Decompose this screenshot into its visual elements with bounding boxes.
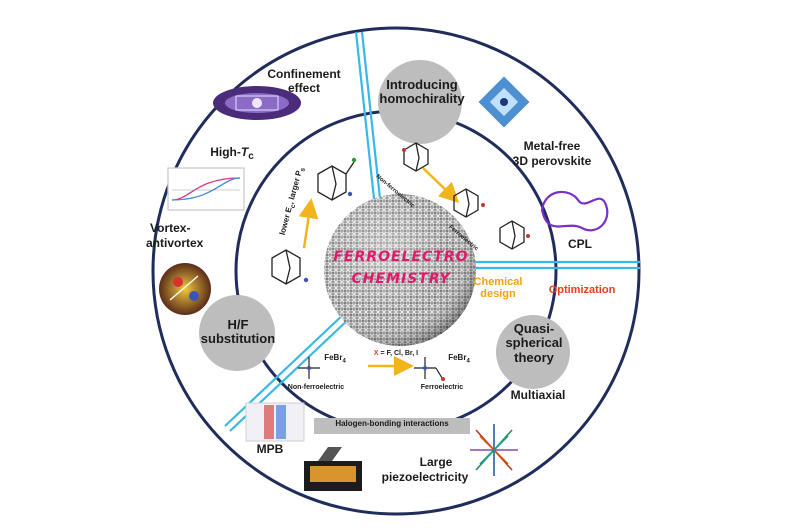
molecule-ferro-mid [453, 188, 485, 218]
bubble-quasi [496, 315, 570, 389]
febr4-left-label: FeBr4 [324, 353, 346, 365]
section-quasi-label: Quasi-spherical theory [505, 321, 563, 365]
x-equals-label: X = F, Cl, Br, I [373, 350, 419, 357]
confinement-label-line2: effect [287, 81, 320, 95]
non-ferroelectric-bottom-label: Non-ferroelectric [287, 384, 345, 391]
vortex-label-line1: Vortex- [150, 221, 191, 235]
optimization-label: Optimization [548, 284, 616, 296]
metal-free-label-line1: Metal-free [523, 139, 581, 153]
molecule-quinuclidine-lower [271, 249, 309, 285]
high-tc-label: High-Tc [210, 145, 254, 162]
vortex-antivortex-image [159, 263, 211, 315]
mpb-chart-image [245, 402, 305, 442]
mpb-label: MPB [256, 442, 284, 456]
confinement-label-line1: Confinement [267, 67, 341, 81]
arrow-lower-ec [298, 198, 319, 249]
halogen-bonding-label: Halogen-bonding interactions [314, 418, 470, 434]
molecule-ferro-low [499, 220, 530, 250]
large-piezo-label-line2: piezoelectricity [381, 470, 469, 484]
divider-right [452, 260, 640, 270]
center-title-line2: CHEMISTRY [351, 271, 451, 287]
high-tc-hysteresis-plot [167, 167, 245, 211]
cpl-curve-image [540, 190, 609, 232]
arrow-chiral [422, 167, 460, 203]
molecule-quinuclidine-upper [317, 157, 357, 201]
chemical-design-label: Chemical design [473, 276, 523, 301]
febr4-right-label: FeBr4 [448, 353, 470, 365]
piezo-device-image [304, 447, 362, 491]
vortex-label-line2: antivortex [146, 236, 204, 250]
large-piezo-label-line1: Large [419, 455, 453, 469]
metal-free-label-line2: 3D perovskite [512, 154, 592, 168]
section-hf-label: H/F substitution [200, 317, 276, 347]
cpl-label: CPL [568, 237, 592, 251]
molecule-ferro-bottom [414, 357, 445, 381]
section-homochirality-label: Introducing homochirality [379, 77, 465, 107]
multiaxial-label: Multiaxial [510, 388, 566, 402]
divider-top [354, 31, 383, 209]
ferroelectric-bottom-label: Ferroelectric [420, 384, 464, 391]
multiaxial-starburst-image [470, 424, 518, 476]
molecule-nonferro-top [402, 142, 429, 172]
bubble-hf [199, 295, 275, 371]
center-title-line1: FERROELECTRO [333, 249, 469, 265]
confinement-crystal-image [213, 86, 301, 120]
molecule-nonferro-bottom [298, 357, 320, 379]
bubble-homochirality [378, 60, 462, 144]
